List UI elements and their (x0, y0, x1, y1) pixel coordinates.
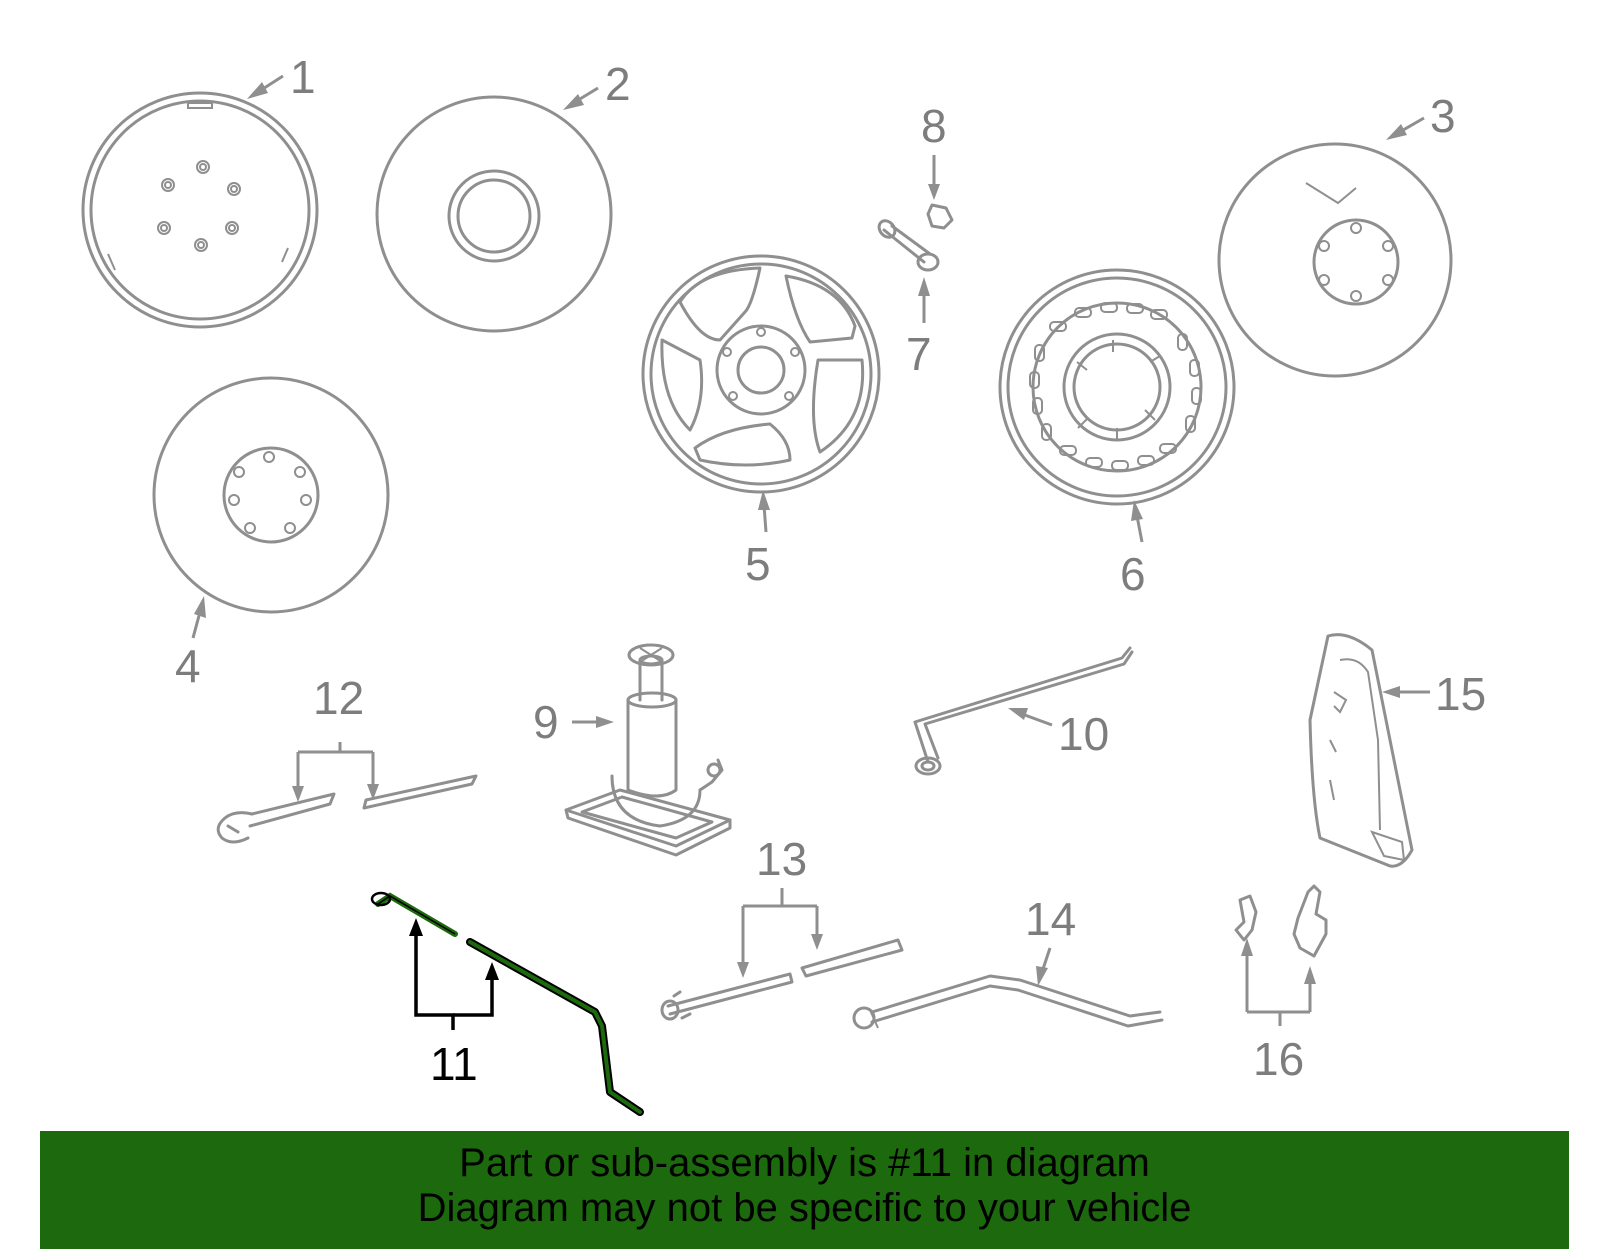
part-7-valve-stem[interactable] (876, 218, 940, 272)
part-16-clips[interactable] (1234, 884, 1328, 958)
banner-line-1: Part or sub-assembly is #11 in diagram (459, 1141, 1150, 1185)
callout-14: 14 (1025, 893, 1076, 945)
banner-line-2: Diagram may not be specific to your vehi… (417, 1186, 1192, 1230)
part-2-hub-cap[interactable] (375, 95, 613, 333)
callout-2: 2 (605, 58, 631, 110)
part-12-tool-set[interactable] (216, 774, 478, 844)
callout-8: 8 (921, 100, 947, 152)
callout-12: 12 (313, 672, 364, 724)
callout-7: 7 (906, 328, 932, 380)
part-6-steel-wheel[interactable] (998, 268, 1236, 506)
part-11-jack-handle[interactable] (370, 891, 644, 1116)
part-5-alloy-wheel[interactable] (641, 254, 881, 494)
callout-3: 3 (1430, 90, 1456, 142)
part-9-jack[interactable] (564, 643, 732, 857)
callout-16: 16 (1253, 1033, 1304, 1085)
callout-10: 10 (1058, 708, 1109, 760)
info-banner: Part or sub-assembly is #11 in diagram D… (40, 1131, 1569, 1249)
part-4-wheel-disc[interactable] (152, 376, 390, 614)
callout-6: 6 (1120, 548, 1146, 600)
part-3-wheel[interactable] (1217, 142, 1453, 378)
callout-4: 4 (175, 640, 201, 692)
part-14-crank-handle[interactable] (852, 974, 1164, 1030)
part-13-extension-bars[interactable] (660, 938, 904, 1021)
part-10-lug-wrench[interactable] (913, 646, 1134, 776)
callout-15: 15 (1435, 668, 1486, 720)
part-8-valve-cap[interactable] (926, 203, 954, 230)
callout-9: 9 (533, 696, 559, 748)
part-15-cover-panel[interactable] (1308, 633, 1414, 868)
callout-11: 11 (430, 1038, 478, 1090)
part-1-wheel-cover[interactable] (81, 91, 319, 329)
callout-5: 5 (745, 538, 771, 590)
callout-13: 13 (756, 833, 807, 885)
callout-1: 1 (290, 51, 316, 103)
